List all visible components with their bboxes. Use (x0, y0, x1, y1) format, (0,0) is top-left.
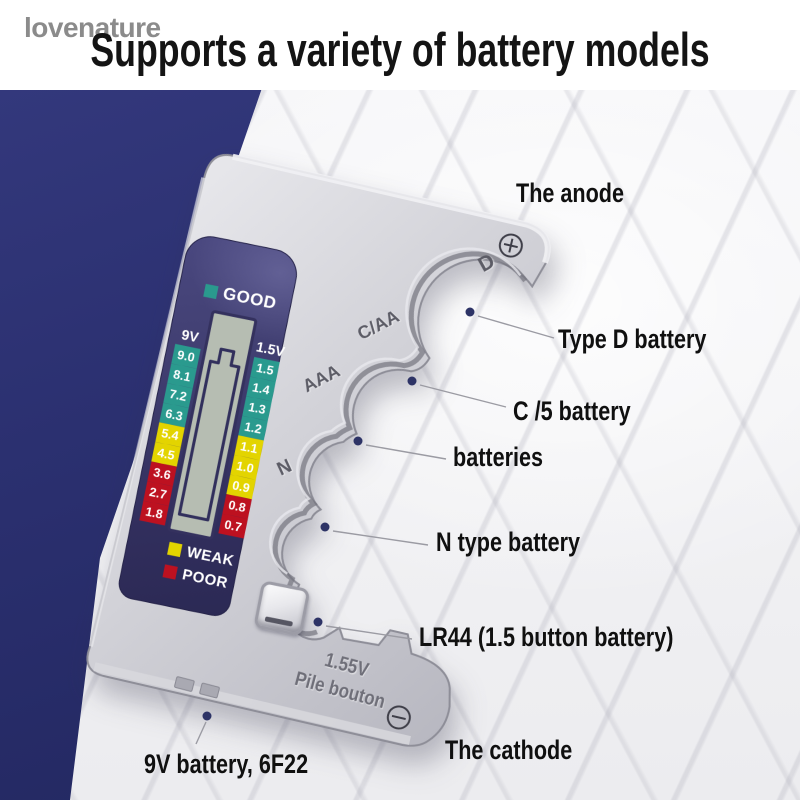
good-swatch-icon (203, 283, 219, 299)
lcd-window (166, 309, 258, 541)
top-edge-highlight (232, 153, 551, 264)
weak-label: WEAK (185, 543, 236, 570)
annotation-9v: 9V battery, 6F22 (144, 749, 309, 779)
annotation-n-type: N type battery (436, 527, 581, 557)
good-indicator-row: GOOD (203, 280, 278, 314)
poor-label: POOR (180, 566, 230, 593)
poor-swatch-icon (162, 564, 178, 580)
scale-cell: 0.7 (218, 513, 248, 539)
battery-tester-device: GOOD 9V 9.0 8.1 7.2 6.3 5.4 4.5 3.6 2.7 … (63, 142, 579, 778)
annotation-type-d: Type D battery (558, 324, 707, 354)
lcd-panel: GOOD 9V 9.0 8.1 7.2 6.3 5.4 4.5 3.6 2.7 … (115, 231, 302, 619)
page-title: Supports a variety of battery models (90, 23, 710, 76)
annotation-anode: The anode (516, 178, 625, 208)
weak-swatch-icon (167, 541, 183, 558)
good-label: GOOD (221, 283, 279, 314)
annotation-batteries: batteries (453, 442, 544, 472)
scale-cell: 1.8 (139, 500, 169, 526)
battery-outline-icon (177, 347, 241, 522)
contact-groove-highlight (269, 247, 522, 575)
button-cell-contact (253, 580, 311, 637)
header-band (0, 0, 800, 90)
annotation-c5: C /5 battery (513, 396, 631, 426)
button-cell-slit (264, 616, 294, 627)
brand-watermark: lovenature (24, 12, 161, 43)
annotation-lr44: LR44 (1.5 button battery) (419, 622, 674, 652)
annotation-cathode: The cathode (445, 735, 573, 765)
bottom-bevel (93, 662, 411, 745)
